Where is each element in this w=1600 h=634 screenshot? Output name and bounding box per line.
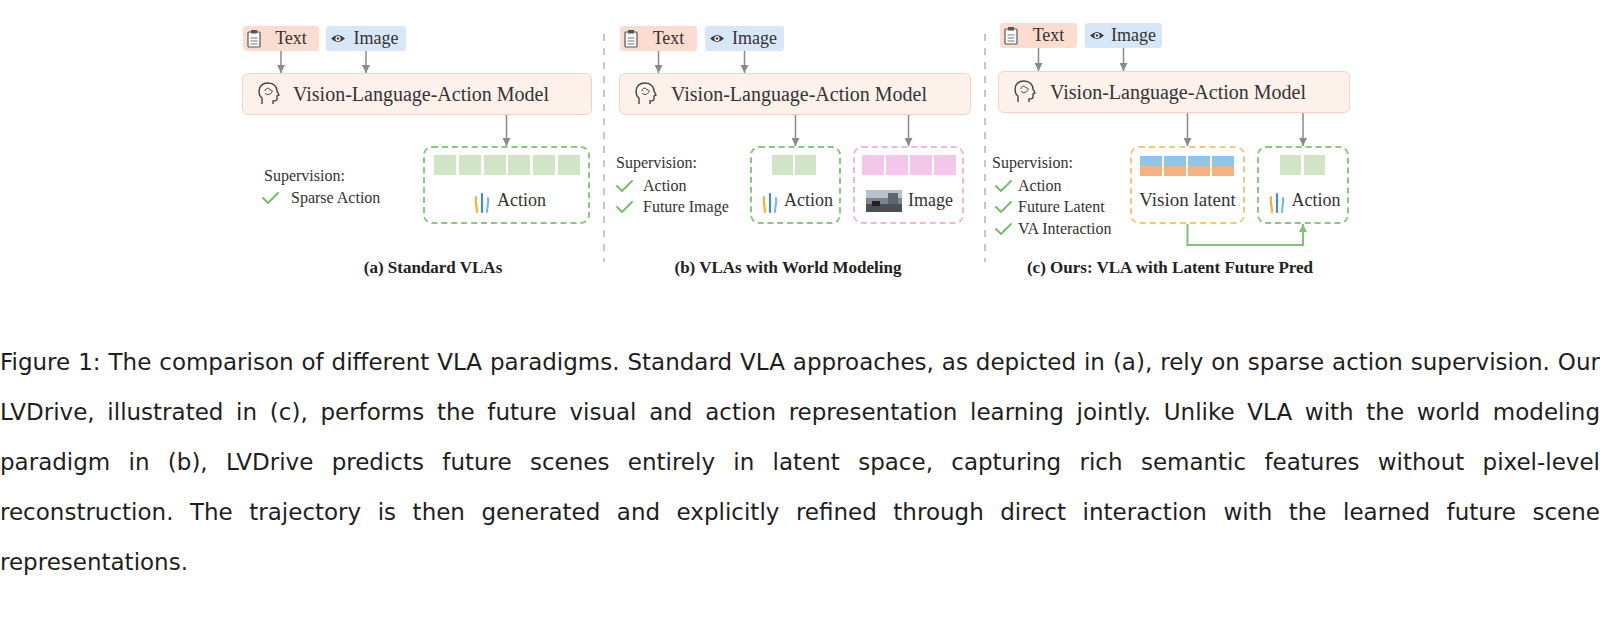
check-mark bbox=[617, 181, 632, 191]
node-text: Vision latent bbox=[1139, 190, 1235, 211]
flow-arrow bbox=[1187, 113, 1189, 146]
action-token bbox=[533, 155, 555, 175]
flow-arrow bbox=[1123, 48, 1125, 71]
supervision-item: Future Image bbox=[643, 197, 729, 217]
node-text: Text bbox=[275, 29, 307, 49]
action-icon bbox=[764, 194, 777, 212]
photo-building bbox=[888, 193, 898, 205]
figure-caption: Figure 1: The comparison of different VL… bbox=[0, 337, 1600, 587]
panel-caption: (b) VLAs with World Modeling bbox=[674, 258, 901, 278]
latent-token bbox=[1188, 166, 1210, 176]
action-token bbox=[459, 155, 481, 175]
node-text: Image bbox=[908, 191, 953, 211]
photo-car bbox=[872, 201, 880, 206]
check-mark bbox=[617, 202, 632, 212]
action-token bbox=[434, 155, 456, 175]
node-text: Action bbox=[784, 191, 833, 211]
supervision-item: Future Latent bbox=[1018, 197, 1105, 217]
action-token bbox=[1280, 155, 1301, 175]
latent-token bbox=[1212, 156, 1234, 166]
check-mark bbox=[996, 202, 1011, 212]
panel-caption: (a) Standard VLAs bbox=[364, 258, 503, 278]
input-chip: Text bbox=[620, 26, 697, 51]
action-token bbox=[508, 155, 530, 175]
action-token bbox=[484, 155, 506, 175]
panel-caption: (c) Ours: VLA with Latent Future Pred bbox=[1027, 258, 1313, 278]
action-token bbox=[795, 155, 816, 175]
node-text: Text bbox=[1033, 26, 1065, 46]
node-text: Image bbox=[732, 29, 777, 49]
input-chip: Image bbox=[326, 26, 406, 51]
flow-arrow bbox=[1302, 113, 1304, 146]
photo-sky bbox=[866, 190, 902, 198]
flow-arrow bbox=[365, 51, 367, 73]
image-token bbox=[910, 155, 932, 175]
supervision-heading: Supervision: bbox=[616, 153, 697, 173]
supervision-item: Action bbox=[1018, 176, 1062, 196]
input-chip: Image bbox=[1085, 23, 1162, 48]
action-icon bbox=[476, 194, 489, 212]
input-chip: Text bbox=[243, 26, 319, 51]
flow-arrow bbox=[908, 115, 910, 146]
image-token bbox=[886, 155, 908, 175]
supervision-item: Action bbox=[643, 176, 687, 196]
supervision-item: VA Interaction bbox=[1018, 219, 1111, 239]
output-box: Action bbox=[1257, 146, 1349, 224]
input-chip: Text bbox=[1000, 23, 1077, 48]
model-box: Vision-Language-Action Model bbox=[619, 73, 971, 115]
check-mark bbox=[263, 193, 278, 203]
image-token bbox=[934, 155, 956, 175]
flow-arrow bbox=[1038, 48, 1040, 71]
output-box: Vision latent bbox=[1130, 146, 1245, 224]
input-chip: Image bbox=[705, 26, 784, 51]
image-token bbox=[862, 155, 884, 175]
output-box: Image bbox=[853, 146, 964, 224]
panel-separator bbox=[984, 34, 986, 262]
latent-token bbox=[1164, 166, 1186, 176]
flow-arrow bbox=[280, 51, 282, 73]
flow-arrow bbox=[795, 115, 797, 146]
node-text: Text bbox=[653, 29, 685, 49]
action-token bbox=[558, 155, 580, 175]
node-text: Image bbox=[1111, 26, 1156, 46]
supervision-item: Sparse Action bbox=[291, 188, 380, 208]
node-text: Image bbox=[354, 29, 399, 49]
output-box: Action bbox=[750, 146, 841, 224]
flow-arrow bbox=[744, 51, 746, 73]
latent-token bbox=[1140, 166, 1162, 176]
node-text: Action bbox=[497, 191, 546, 211]
action-token bbox=[772, 155, 793, 175]
supervision-heading: Supervision: bbox=[264, 166, 345, 186]
model-box: Vision-Language-Action Model bbox=[998, 71, 1350, 113]
latent-token bbox=[1212, 166, 1234, 176]
node-text: Vision-Language-Action Model bbox=[293, 83, 549, 105]
photo-road bbox=[866, 204, 902, 212]
action-icon bbox=[1271, 194, 1284, 212]
panel-separator bbox=[603, 34, 605, 262]
node-text: Vision-Language-Action Model bbox=[1050, 81, 1306, 103]
node-text: Vision-Language-Action Model bbox=[671, 83, 927, 105]
latent-token bbox=[1140, 156, 1162, 166]
flow-arrow bbox=[506, 115, 508, 146]
supervision-heading: Supervision: bbox=[992, 153, 1073, 173]
model-box: Vision-Language-Action Model bbox=[242, 73, 592, 115]
flow-arrow bbox=[1188, 224, 1304, 245]
latent-token bbox=[1188, 156, 1210, 166]
photo-thumbnail bbox=[866, 190, 902, 212]
node-text: Action bbox=[1292, 191, 1341, 211]
output-box: Action bbox=[423, 146, 590, 224]
latent-token bbox=[1164, 156, 1186, 166]
flow-arrow bbox=[658, 51, 660, 73]
action-token bbox=[1304, 155, 1325, 175]
check-mark bbox=[996, 224, 1011, 234]
check-mark bbox=[996, 181, 1011, 191]
